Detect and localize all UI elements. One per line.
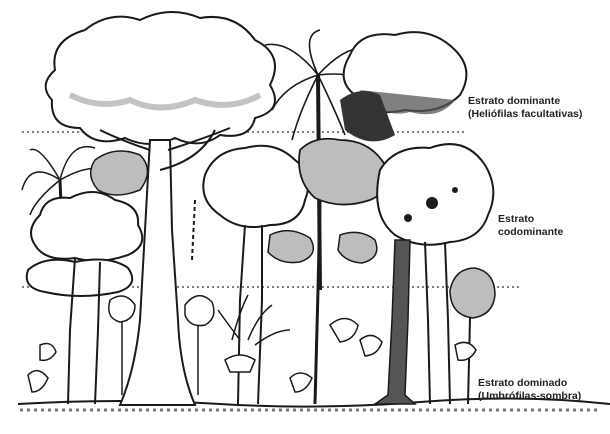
emergent-tree-right <box>340 32 466 141</box>
codominant-tree-left <box>27 151 148 404</box>
codominant-stratum-label: Estrato codominante <box>498 213 563 239</box>
codominant-stratum-title: Estrato <box>498 213 563 226</box>
dominant-stratum-subtitle: (Heliófilas facultativas) <box>468 108 582 121</box>
codominant-stratum-subtitle: codominante <box>498 226 563 239</box>
dominated-stratum-subtitle: (Umbrófilas-sombra) <box>478 390 581 403</box>
dominant-stratum-title: Estrato dominante <box>468 95 582 108</box>
dominated-stratum-title: Estrato dominado <box>478 377 581 390</box>
dominant-stratum-label: Estrato dominante (Heliófilas facultativ… <box>468 95 582 121</box>
dominated-stratum-label: Estrato dominado (Umbrófilas-sombra) <box>478 377 581 403</box>
